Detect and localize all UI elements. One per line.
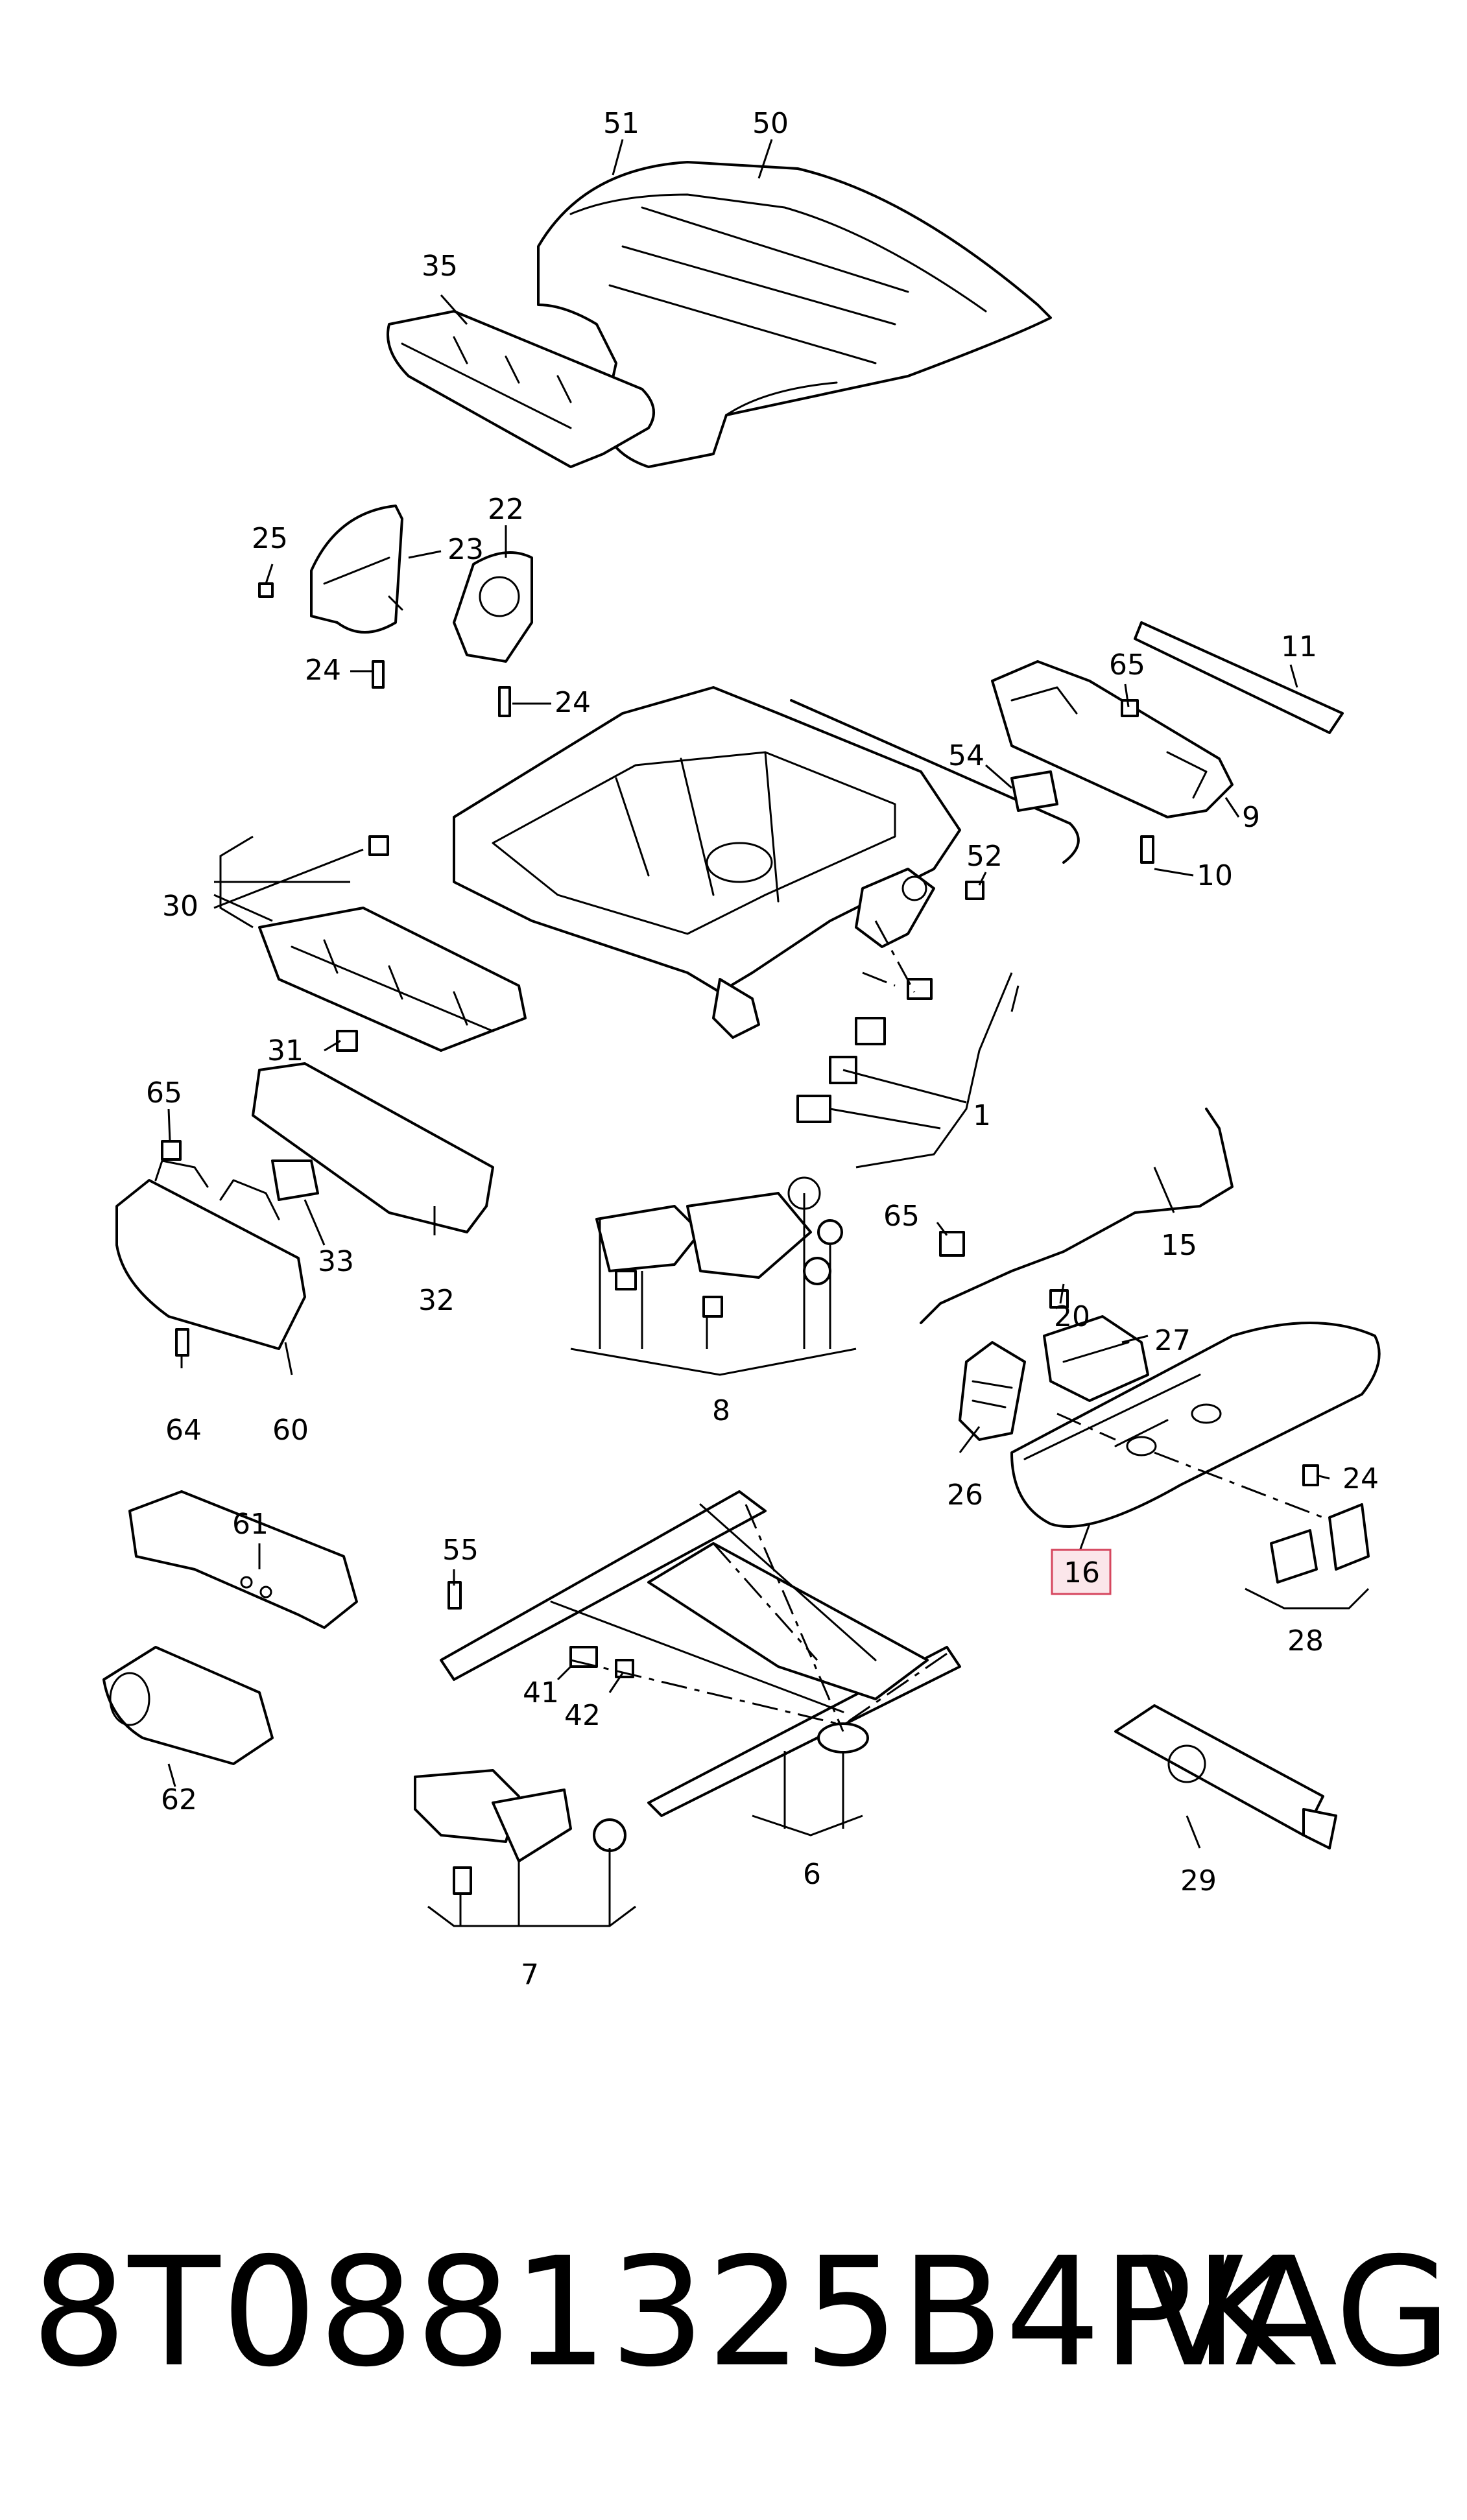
label-28: 28 <box>1287 1624 1324 1658</box>
label-24-b: 24 <box>555 686 591 719</box>
side-trim-part <box>310 505 403 634</box>
label-23: 23 <box>447 533 484 566</box>
label-22: 22 <box>488 493 524 526</box>
label-42: 42 <box>564 1699 601 1732</box>
module-part <box>959 1341 1026 1441</box>
bracket-part <box>453 551 533 663</box>
motor-assembly-8 <box>595 1176 843 1318</box>
bracket-61-part <box>128 1490 358 1629</box>
label-31: 31 <box>267 1034 304 1067</box>
seat-cushion-pad-part <box>387 310 655 468</box>
assembly-lines <box>570 920 1324 1732</box>
label-65-b: 65 <box>146 1076 182 1110</box>
label-41: 41 <box>523 1676 559 1709</box>
label-24-c: 24 <box>1342 1462 1379 1495</box>
trim-panel-part <box>252 1062 494 1233</box>
side-panel-part <box>1010 1322 1381 1528</box>
connector-part <box>1010 770 1058 812</box>
clips-1 <box>796 978 933 1123</box>
label-65-a: 65 <box>1109 648 1145 682</box>
label-20: 20 <box>1054 1300 1090 1333</box>
label-15: 15 <box>1161 1229 1197 1262</box>
label-26: 26 <box>947 1479 983 1512</box>
lever-part <box>271 1159 319 1201</box>
wiring-part <box>920 1108 1234 1324</box>
rail-assembly-part <box>440 1490 961 1817</box>
label-8: 8 <box>712 1394 730 1427</box>
label-33: 33 <box>318 1245 354 1278</box>
label-32: 32 <box>418 1284 455 1317</box>
label-61: 61 <box>232 1508 268 1541</box>
label-29: 29 <box>1180 1864 1217 1897</box>
brackets <box>213 835 1370 1927</box>
label-1: 1 <box>973 1099 991 1132</box>
part-number: 8T0881325B4PK <box>31 2225 1294 2400</box>
motor-assembly-7 <box>414 1769 626 1895</box>
highlight-box-16 <box>1051 1549 1112 1595</box>
label-7: 7 <box>521 1958 539 1991</box>
label-51: 51 <box>603 107 639 140</box>
rail-part <box>1134 621 1344 734</box>
label-64: 64 <box>165 1414 202 1447</box>
callout-labels: 51 50 35 25 23 22 24 24 11 65 9 10 54 52… <box>146 107 1379 1991</box>
knobs-28 <box>1270 1503 1370 1584</box>
label-6: 6 <box>803 1858 821 1891</box>
label-50: 50 <box>752 107 789 140</box>
switch-part <box>1043 1315 1149 1402</box>
label-16: 16 <box>1064 1556 1100 1589</box>
label-25: 25 <box>252 522 288 555</box>
label-9: 9 <box>1242 801 1260 834</box>
mechanism-part <box>991 660 1234 864</box>
motor-62-part <box>102 1646 274 1765</box>
leader-lines <box>167 139 1330 1849</box>
wire-rod-part <box>790 699 1080 864</box>
grease-tube-part <box>1114 1704 1337 1849</box>
label-24-a: 24 <box>305 654 341 687</box>
label-55: 55 <box>442 1534 479 1567</box>
label-11: 11 <box>1281 630 1317 663</box>
label-54: 54 <box>948 739 984 772</box>
label-52: 52 <box>966 840 1003 873</box>
frame-pivot-part <box>855 868 935 948</box>
brand-name: VAG <box>1141 2225 1451 2400</box>
screws-top <box>258 582 511 717</box>
label-60: 60 <box>272 1414 309 1447</box>
label-10: 10 <box>1197 859 1233 892</box>
label-62: 62 <box>161 1783 197 1816</box>
label-65-c: 65 <box>883 1200 920 1233</box>
label-35: 35 <box>422 250 458 283</box>
label-27: 27 <box>1154 1324 1191 1357</box>
label-30: 30 <box>162 890 198 923</box>
